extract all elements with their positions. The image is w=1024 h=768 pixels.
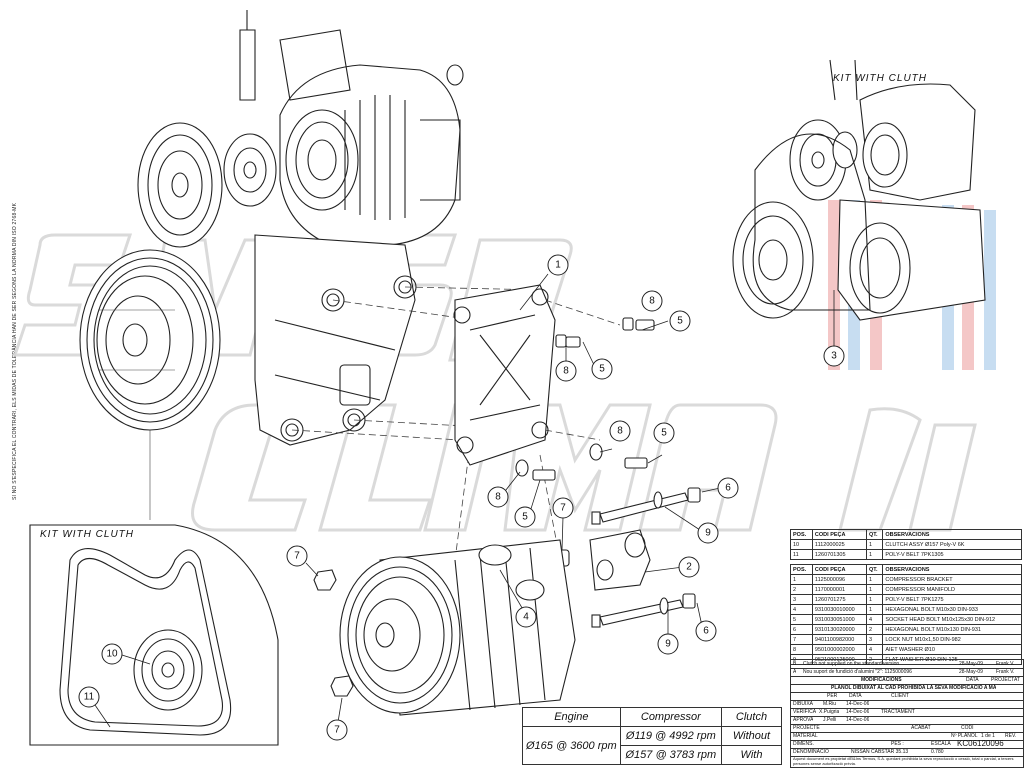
svg-text:4: 4 <box>523 612 529 623</box>
denominacio-row: DENOMINACIÓ NISSAN CABSTAR 35.13 0.780 <box>791 748 1023 757</box>
svg-text:8: 8 <box>649 296 655 307</box>
svg-text:8: 8 <box>617 426 623 437</box>
svg-text:8: 8 <box>563 366 569 377</box>
svg-text:6: 6 <box>725 483 731 494</box>
compressor <box>339 539 576 716</box>
people-row-verifica: VERIFICA X.Puigria 14-Dec-06 TRACTAMENT <box>791 708 1023 717</box>
mod-row-a: A Nou suport de fundició d'alumini "2": … <box>791 668 1023 677</box>
kit-title-lower: KIT WITH CLUTH <box>40 529 134 540</box>
callout-5b: 5 <box>591 358 613 380</box>
callout-9a: 9 <box>697 522 719 544</box>
svg-text:5: 5 <box>599 364 605 375</box>
callout-4: 4 <box>515 606 537 628</box>
svg-text:8: 8 <box>495 492 501 503</box>
svg-text:9: 9 <box>705 528 711 539</box>
people-row-dibuixa: DIBUIXA M.Riu 14-Dec-06 <box>791 700 1023 709</box>
project-row: PROJECTE ACABAT CODI <box>791 724 1023 733</box>
compressor-bracket <box>453 284 556 466</box>
callout-6a: 6 <box>717 477 739 499</box>
dimens-row: DIMENS. PES : ESCALA KC06120096 <box>791 740 1023 749</box>
callout-7a: 7 <box>552 497 574 519</box>
cad-notice-row: PLÀNOL DIBUIXAT AL CAD PROHIBIDA LA SEVA… <box>791 684 1023 693</box>
svg-text:7: 7 <box>560 503 566 514</box>
svg-text:3: 3 <box>831 351 837 362</box>
performance-table: Engine Compressor Clutch Ø165 @ 3600 rpm… <box>522 707 783 765</box>
svg-text:2: 2 <box>686 562 692 573</box>
perf-header-row: Engine Compressor Clutch <box>522 707 783 727</box>
svg-text:11: 11 <box>84 692 95 703</box>
svg-text:1: 1 <box>555 260 561 271</box>
svg-text:6: 6 <box>703 626 709 637</box>
people-row-aprova: APROVA J.Pelli 14-Dec-06 <box>791 716 1023 725</box>
callout-5a: 5 <box>669 310 691 332</box>
footer-row: Aquest document es propietat dEl&Ins Ter… <box>793 756 1014 766</box>
drawing-code: KC06120096 <box>957 740 1004 748</box>
svg-text:5: 5 <box>522 512 528 523</box>
people-header-row: PER DATA CLIENT <box>791 692 1023 701</box>
crankshaft-pulley <box>79 249 221 431</box>
svg-text:9: 9 <box>665 639 671 650</box>
installed-view <box>732 59 986 321</box>
callout-7c: 7 <box>326 719 348 741</box>
kit-title-top: KIT WITH CLUTH <box>833 73 927 84</box>
compressor-manifold <box>589 529 651 591</box>
mod-header-row: MODIFICACIONS DATA PROJECTAT <box>791 676 1023 685</box>
callout-1: 1 <box>547 254 569 276</box>
callout-2: 2 <box>678 556 700 578</box>
mod-row-b: B Clutch not supplied on the standard ve… <box>791 660 1023 669</box>
engine-alternator-assembly <box>137 10 464 248</box>
svg-text:10: 10 <box>106 649 118 660</box>
callout-5d: 5 <box>514 506 536 528</box>
table-row: Ø157 @ 3783 rpm With <box>523 745 783 765</box>
callout-8d: 8 <box>487 486 509 508</box>
svg-text:7: 7 <box>334 725 340 736</box>
callout-7b: 7 <box>286 545 308 567</box>
callouts: 1 8 5 8 5 8 5 8 5 7 6 9 2 4 6 9 7 7 3 10… <box>78 254 845 741</box>
engine-bracket <box>254 234 417 446</box>
callout-8b: 8 <box>555 360 577 382</box>
callout-11: 11 <box>78 686 100 708</box>
callout-10: 10 <box>101 643 123 665</box>
title-block: B Clutch not supplied on the standard ve… <box>790 659 1024 768</box>
material-row: MATERIAL Nº PLÀNOL 1 de 1 REV. <box>791 732 1023 741</box>
callout-5c: 5 <box>653 422 675 444</box>
callout-8a: 8 <box>641 290 663 312</box>
callout-3: 3 <box>823 345 845 367</box>
table-row: Ø165 @ 3600 rpm Ø119 @ 4992 rpm Without <box>522 726 783 765</box>
svg-text:5: 5 <box>661 428 667 439</box>
callout-9b: 9 <box>657 633 679 655</box>
kit-detail-panel <box>29 524 279 746</box>
callout-8c: 8 <box>609 420 631 442</box>
callout-6b: 6 <box>695 620 717 642</box>
svg-text:7: 7 <box>294 551 300 562</box>
svg-text:5: 5 <box>677 316 683 327</box>
